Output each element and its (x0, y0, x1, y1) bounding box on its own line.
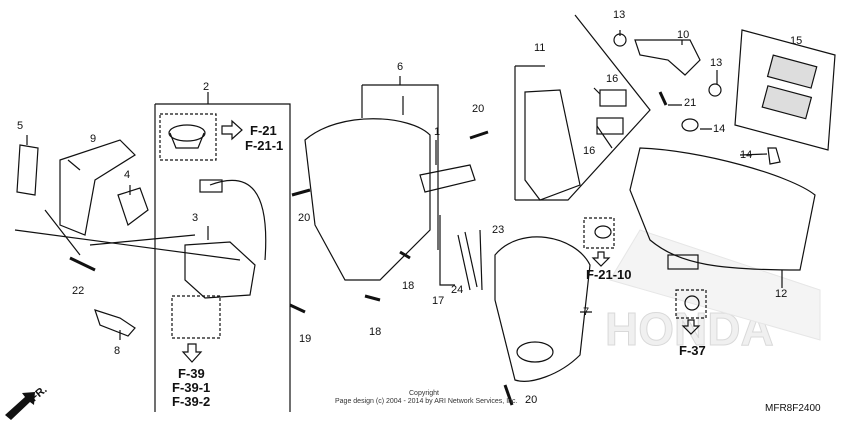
ref-f39-1[interactable]: F-39-1 (172, 380, 211, 395)
part-number-5[interactable]: 5 (17, 120, 24, 132)
part-number-14a[interactable]: 14 (713, 123, 726, 135)
key-8 (94, 309, 136, 337)
part-number-9[interactable]: 9 (90, 133, 97, 145)
part-number-15[interactable]: 15 (790, 35, 803, 47)
cover-6 (304, 118, 431, 281)
part-number-14b[interactable]: 14 (740, 149, 753, 161)
ref-f39-2[interactable]: F-39-2 (172, 394, 211, 409)
part-number-12[interactable]: 12 (775, 288, 788, 300)
part-number-10[interactable]: 10 (677, 29, 690, 41)
side-cover-7 (494, 236, 591, 382)
part-number-19[interactable]: 19 (299, 333, 312, 345)
part-number-20c[interactable]: 20 (525, 394, 538, 406)
front-direction-arrow (5, 392, 35, 420)
part-5 (16, 144, 39, 196)
part-number-17[interactable]: 17 (432, 295, 445, 307)
ref-f21-10[interactable]: F-21-10 (586, 267, 632, 282)
tool-17 (439, 215, 455, 286)
hatched-wing-watermark (609, 229, 821, 341)
publisher-text: Page design (c) 2004 - 2014 by ARI Netwo… (335, 398, 518, 405)
part-4 (117, 187, 149, 226)
part-10 (634, 39, 701, 76)
side-cover-12 (629, 147, 816, 271)
ref-box-f39 (171, 295, 221, 339)
tool-23 (479, 229, 483, 291)
part-number-11[interactable]: 11 (534, 42, 546, 54)
part-number-18b[interactable]: 18 (369, 326, 382, 338)
strip-1 (419, 164, 476, 193)
part-number-2[interactable]: 2 (203, 81, 210, 93)
part-number-22[interactable]: 22 (72, 285, 85, 297)
sticker-sheet-15 (734, 29, 836, 151)
part-number-3[interactable]: 3 (192, 212, 199, 224)
part-number-8[interactable]: 8 (114, 345, 121, 357)
part-number-18a[interactable]: 18 (402, 280, 415, 292)
part-number-4[interactable]: 4 (124, 169, 131, 181)
ref-box-f21 (159, 113, 217, 161)
part-number-23[interactable]: 23 (492, 224, 505, 236)
part-number-20a[interactable]: 20 (472, 103, 485, 115)
group-2-bracket (154, 103, 291, 412)
part-number-24[interactable]: 24 (451, 284, 464, 296)
tool-24 (457, 231, 478, 291)
ref-f21-1[interactable]: F-21-1 (245, 138, 284, 153)
part-number-13b[interactable]: 13 (710, 57, 723, 69)
part-number-20b[interactable]: 20 (298, 212, 311, 224)
ref-f39[interactable]: F-39 (178, 366, 205, 381)
part-number-13a[interactable]: 13 (613, 9, 626, 21)
ref-f21[interactable]: F-21 (250, 123, 277, 138)
part-number-16b[interactable]: 16 (583, 145, 596, 157)
part-number-21[interactable]: 21 (684, 97, 697, 109)
side-panel-11 (524, 89, 581, 201)
part-9 (59, 139, 136, 236)
ref-f37[interactable]: F-37 (679, 343, 706, 358)
diagram-code: MFR8F2400 (765, 403, 821, 414)
part-number-6[interactable]: 6 (397, 61, 404, 73)
part-number-1[interactable]: 1 (434, 126, 441, 138)
part-number-16a[interactable]: 16 (606, 73, 619, 85)
ignition-switch-3 (184, 241, 256, 299)
part-number-7[interactable]: 7 (583, 306, 590, 318)
copyright-text: Copyright (409, 390, 439, 397)
